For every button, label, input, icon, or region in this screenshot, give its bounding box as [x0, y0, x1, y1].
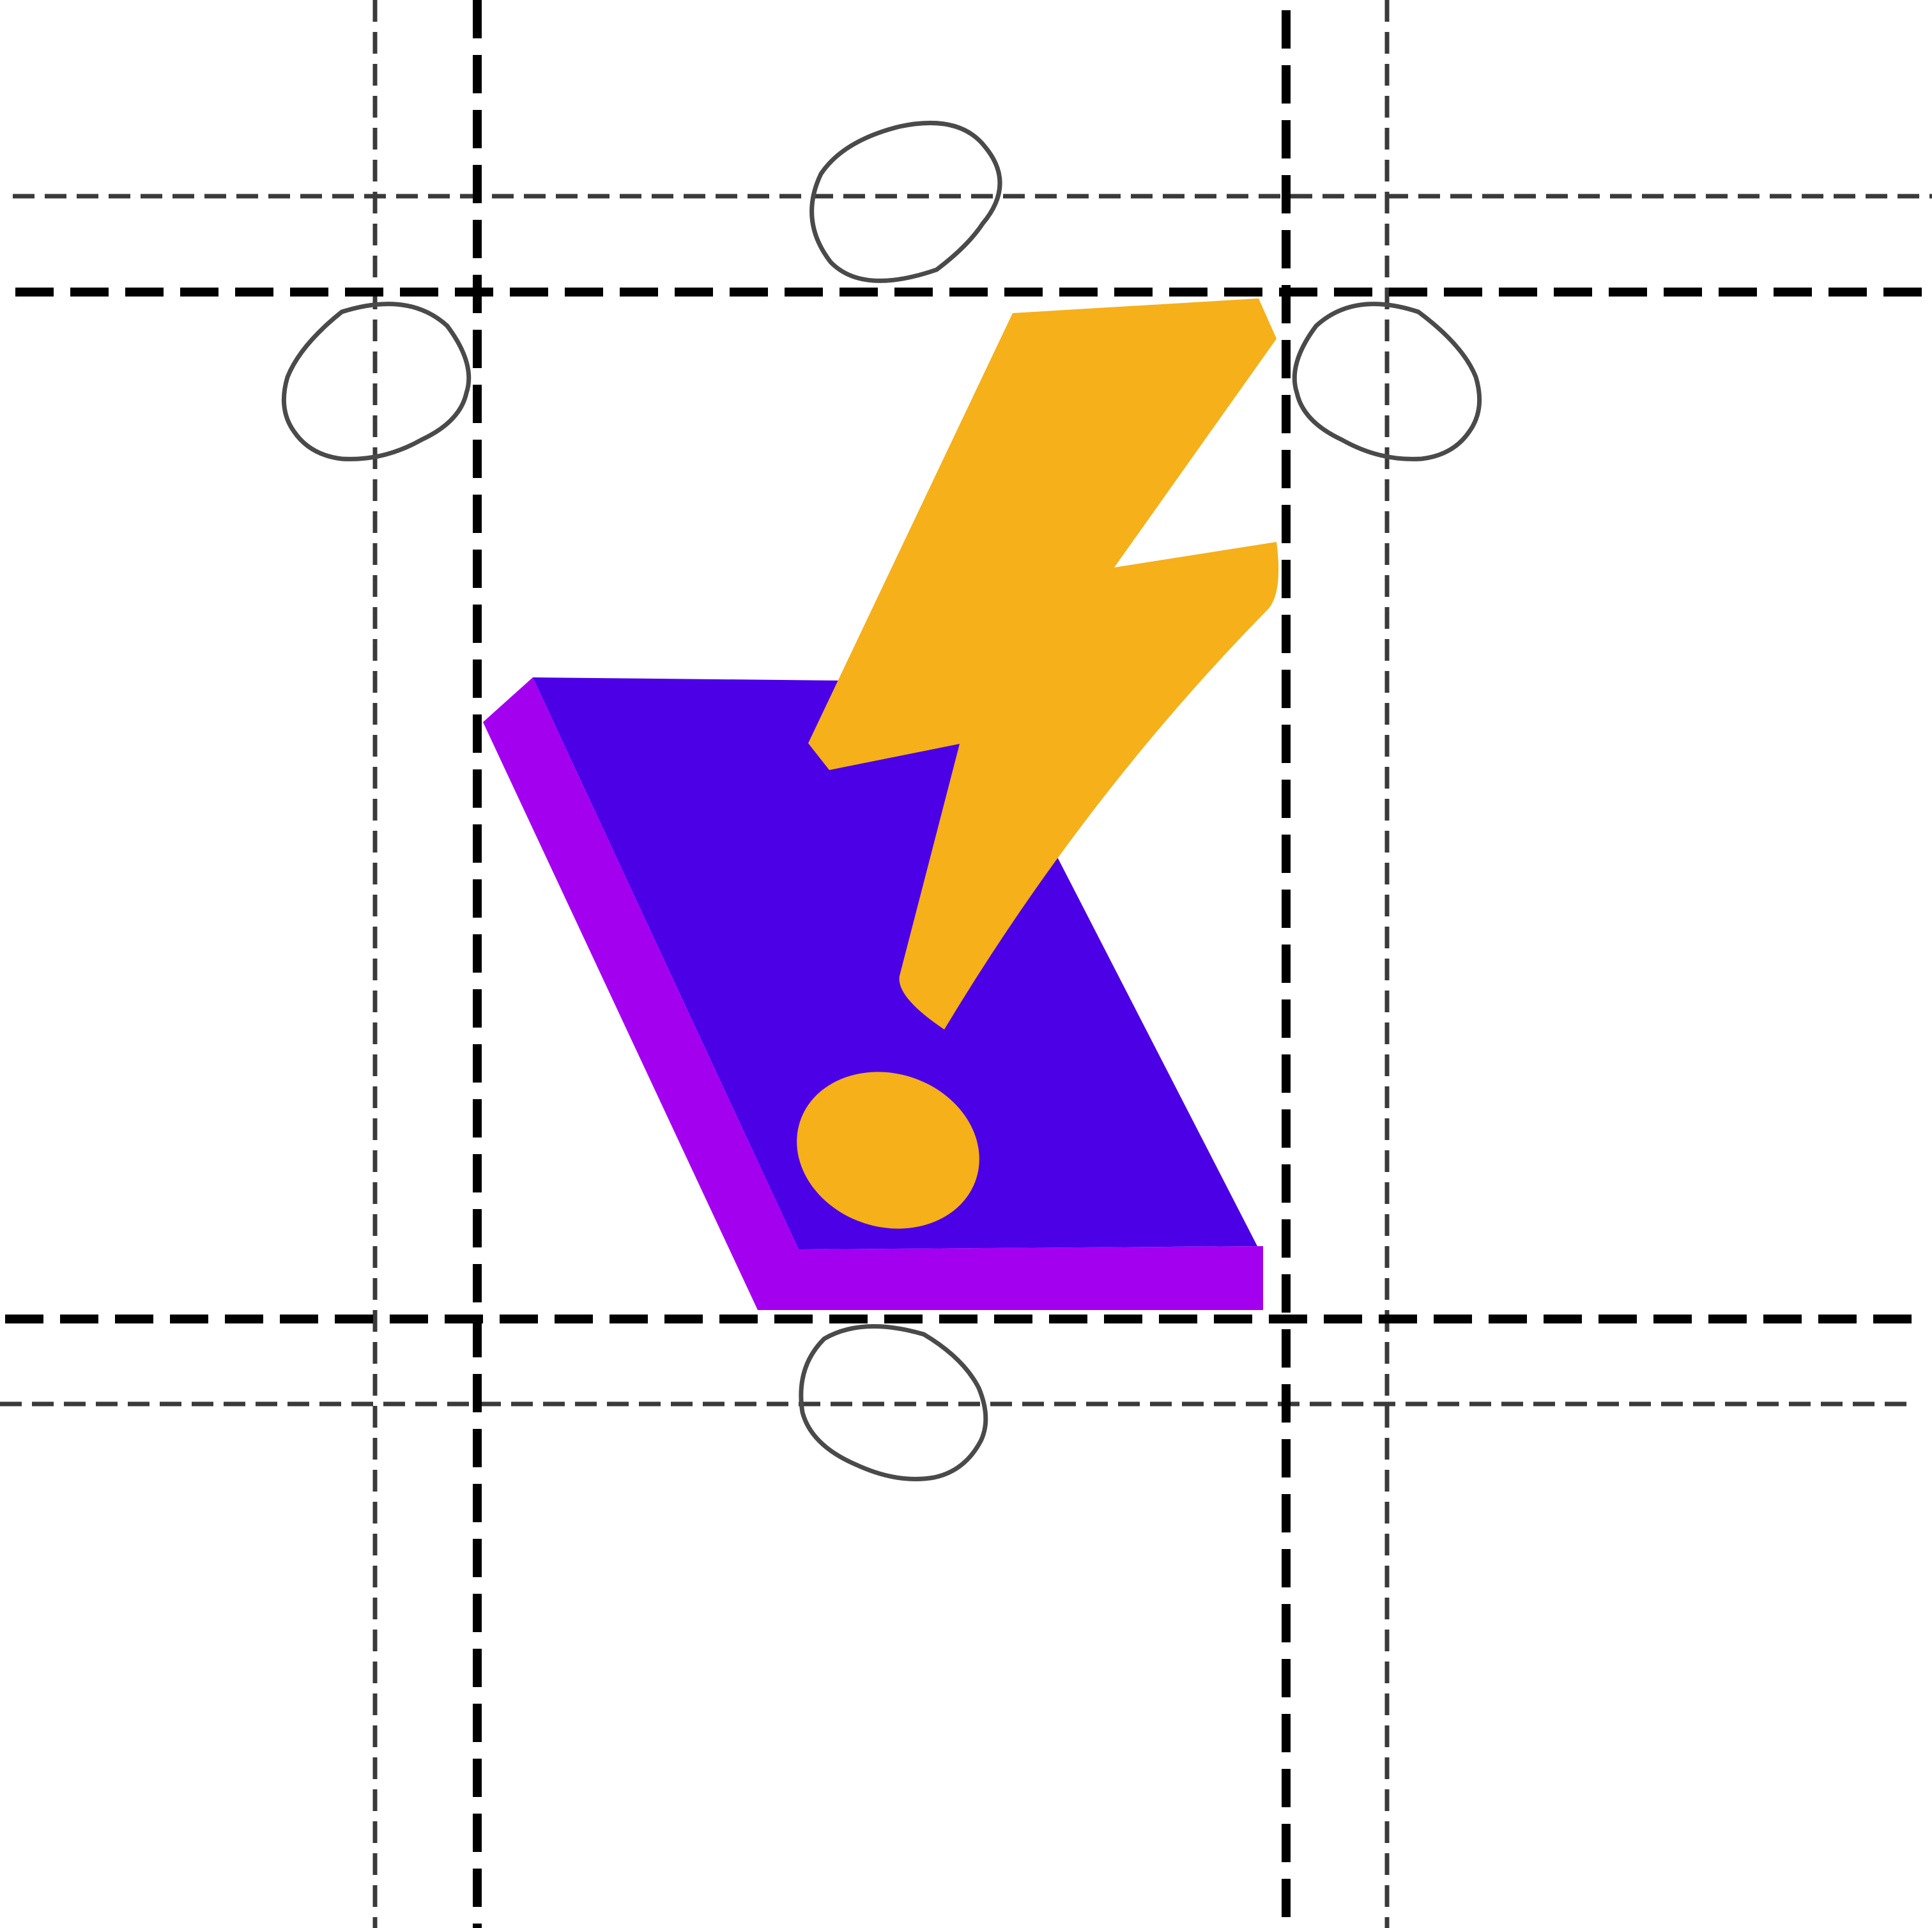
plate-edge — [483, 677, 1263, 1310]
clearspace-marker-right — [1292, 302, 1482, 461]
lightning-bolt-icon — [808, 298, 1279, 1030]
exclamation-dot — [797, 1072, 979, 1229]
clearspace-marker-bottom — [799, 1324, 988, 1481]
logo — [483, 298, 1279, 1310]
clearspace-marker-top — [809, 121, 1002, 283]
clearspace-marker-left — [281, 302, 471, 461]
plate-face — [533, 677, 1257, 1249]
inner-boundary-guides — [5, 0, 1932, 1928]
clearspace-markers — [281, 121, 1482, 1481]
